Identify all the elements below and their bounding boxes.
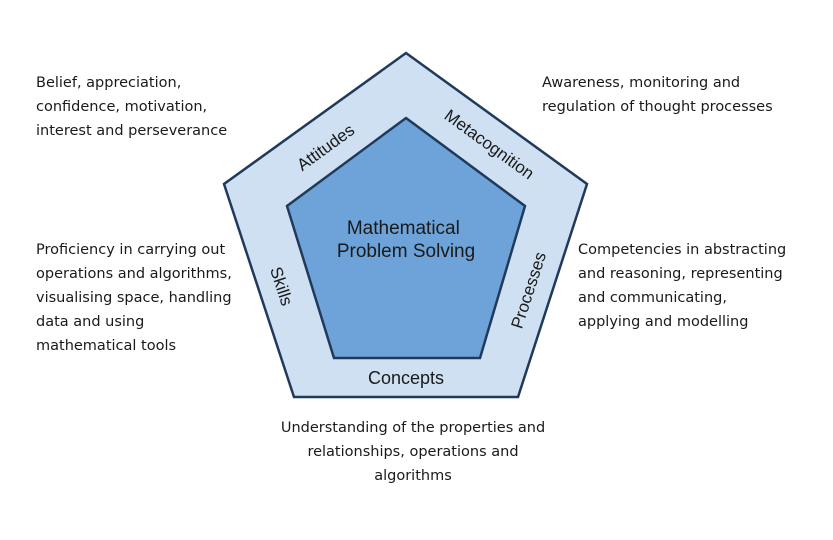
description-line: Proficiency in carrying out [36,242,226,258]
description-skills: Proficiency in carrying out operations a… [36,238,232,358]
description-line: confidence, motivation, [36,99,208,115]
description-line: and communicating, [578,290,727,306]
description-line: data and using [36,314,145,330]
center-title-line-1: Mathematical [347,218,460,239]
description-line: relationships, operations and [307,444,519,460]
description-metacognition: Awareness, monitoring and regulation of … [542,71,773,119]
description-line: and reasoning, representing [578,266,783,282]
description-attitudes: Belief, appreciation, confidence, motiva… [36,71,227,143]
description-line: Awareness, monitoring and [542,75,741,91]
inner-pentagon [285,116,527,360]
center-title: Mathematical Problem Solving [337,218,475,262]
description-line: Understanding of the properties and [280,420,546,436]
description-line: mathematical tools [36,338,177,354]
description-line: visualising space, handling [36,290,232,306]
description-line: algorithms [374,468,452,484]
description-line: regulation of thought processes [542,99,773,115]
description-line: operations and algorithms, [36,266,232,282]
description-line: interest and perseverance [36,123,228,139]
description-line: applying and modelling [578,314,749,330]
description-concepts: Understanding of the properties and rela… [275,416,551,488]
description-processes: Competencies in abstracting and reasonin… [578,238,786,334]
description-line: Competencies in abstracting [578,242,787,258]
center-title-line-2: Problem Solving [337,241,475,262]
description-line: Belief, appreciation, [36,75,182,91]
label-concepts: Concepts [368,368,444,388]
